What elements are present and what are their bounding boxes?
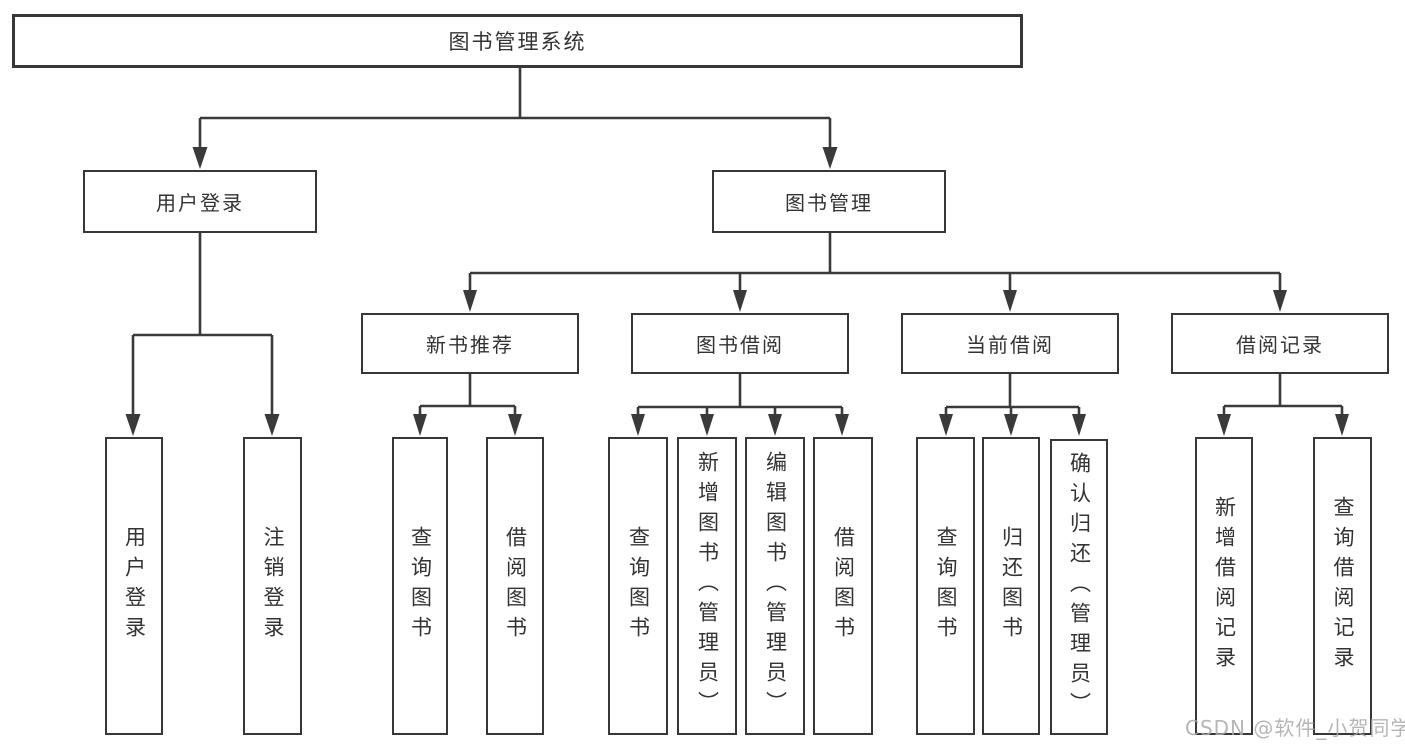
connector-new-book-recommend: [418, 374, 517, 419]
leaf-borrow-books: 借阅图书: [813, 437, 873, 735]
connector-book-management: [468, 233, 1282, 294]
arrowheads: [125, 147, 1349, 436]
connector-user-login: [131, 233, 274, 418]
leaf-query-books-recommend: 查询图书: [392, 437, 448, 735]
node-book-borrow: 图书借阅: [631, 313, 849, 374]
node-new-book-recommend: 新书推荐: [361, 313, 579, 374]
leaf-confirm-return-admin: 确认归还（管理员）: [1050, 439, 1108, 735]
connector-book-borrow: [636, 374, 844, 419]
node-root: 图书管理系统: [12, 14, 1023, 68]
leaf-query-books-current: 查询图书: [916, 437, 975, 735]
leaf-return-books: 归还图书: [982, 437, 1040, 735]
connector-current-borrow: [944, 374, 1081, 419]
leaf-borrow-books-recommend: 借阅图书: [486, 437, 544, 735]
leaf-logout: 注销登录: [243, 437, 302, 735]
node-book-management: 图书管理: [712, 170, 946, 233]
leaf-query-books-borrow: 查询图书: [608, 437, 668, 735]
connector-root: [198, 68, 832, 150]
leaf-user-login: 用户登录: [105, 437, 163, 735]
watermark: CSDN @软件_小贺同学: [1185, 716, 1405, 740]
leaf-edit-books-admin: 编辑图书（管理员）: [745, 437, 805, 735]
node-user-login-branch: 用户登录: [83, 170, 317, 233]
node-current-borrow: 当前借阅: [901, 313, 1119, 374]
leaf-add-borrow-record: 新增借阅记录: [1195, 437, 1253, 735]
leaf-add-books-admin: 新增图书（管理员）: [677, 437, 737, 735]
connector-borrow-records: [1222, 374, 1344, 419]
node-borrow-records: 借阅记录: [1171, 313, 1389, 374]
leaf-query-borrow-record: 查询借阅记录: [1313, 437, 1372, 735]
